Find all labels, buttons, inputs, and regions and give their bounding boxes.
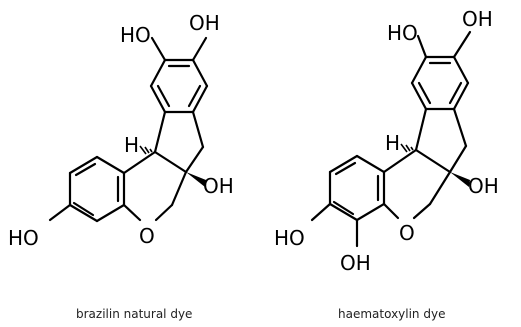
haematoxylin-oh-c: OH <box>468 174 499 198</box>
brazilin-h: H <box>124 133 139 157</box>
haematoxylin-oh-a: HO <box>387 21 418 45</box>
brazilin-ho-d: HO <box>8 226 39 250</box>
brazilin-oh-c: OH <box>203 174 234 198</box>
haematoxylin-o-ring: O <box>399 221 415 245</box>
haematoxylin-hash-bond <box>400 143 414 153</box>
haematoxylin-caption: haematoxylin dye <box>338 307 445 321</box>
brazilin-hash-bond <box>139 145 153 155</box>
brazilin-oh-b: OH <box>189 11 220 35</box>
brazilin-caption: brazilin natural dye <box>76 307 192 321</box>
haematoxylin-wedge-bond <box>450 172 470 187</box>
haematoxylin-oh-e: OH <box>340 251 371 275</box>
haematoxylin-structure <box>310 30 472 248</box>
haematoxylin-ho-d: HO <box>274 226 305 250</box>
brazilin-structure <box>48 36 209 223</box>
haematoxylin-h: H <box>385 131 400 155</box>
brazilin-oh-a: HO <box>120 23 151 47</box>
brazilin-o-ring: O <box>139 224 155 248</box>
brazilin-wedge-bond <box>186 172 206 187</box>
haematoxylin-oh-b: OH <box>462 7 493 31</box>
